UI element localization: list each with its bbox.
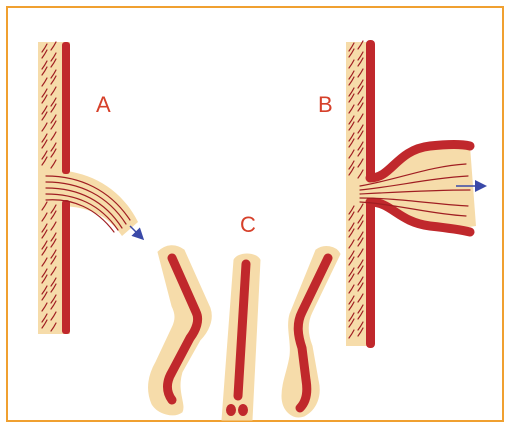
- panel-c-label: C: [240, 212, 256, 237]
- panel-c-right-segment: [282, 247, 340, 417]
- panel-b-vessel-lower: [366, 200, 375, 348]
- panel-c-left-segment: [149, 246, 212, 415]
- panel-a-label: A: [96, 92, 111, 117]
- panel-c-middle-segment: [222, 254, 260, 420]
- panel-b-vessel-upper: [366, 40, 375, 180]
- panel-a: A: [38, 42, 142, 334]
- panel-c: C: [149, 212, 340, 420]
- panel-a-vessel-upper: [62, 42, 70, 174]
- panel-a-vessel-lower: [62, 200, 70, 334]
- panel-b: B: [318, 40, 484, 348]
- panel-a-arrow: [130, 226, 142, 238]
- panel-b-label: B: [318, 92, 333, 117]
